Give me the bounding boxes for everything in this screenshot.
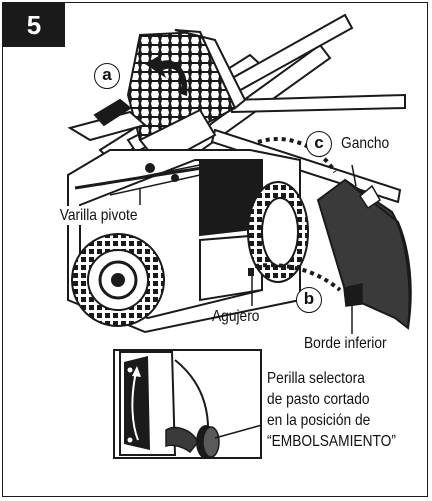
note-line-1: Perilla selectora: [267, 370, 365, 387]
label-pivot-rod: Varilla pivote: [58, 206, 140, 225]
rotation-arrow: [145, 54, 188, 96]
step-number-badge: 5: [3, 3, 65, 47]
hook-guide-line: [257, 136, 337, 174]
left-wheel: [71, 233, 165, 327]
note-line-3: en la posición de: [267, 412, 371, 429]
note-line-4: “EMBOLSAMIENTO”: [267, 433, 396, 450]
selector-knob-note: Perilla selectora de pasto cortado en la…: [267, 368, 396, 452]
label-bottom-edge: Borde inferior: [304, 335, 387, 352]
callout-c: c: [306, 131, 332, 157]
label-hook: Gancho: [341, 135, 390, 152]
callout-a: a: [94, 63, 120, 89]
selector-knob-inset: [113, 349, 262, 459]
label-hole: Agujero: [212, 308, 260, 325]
pivot-rod: [74, 160, 241, 190]
instruction-panel: 5: [2, 2, 428, 497]
note-line-2: de pasto cortado: [267, 391, 370, 408]
callout-b: b: [296, 287, 322, 313]
bottom-edge-guide-line: [254, 263, 342, 292]
rear-flap: [316, 164, 412, 334]
right-wheel: [247, 181, 309, 283]
hole-marker: [248, 268, 254, 276]
